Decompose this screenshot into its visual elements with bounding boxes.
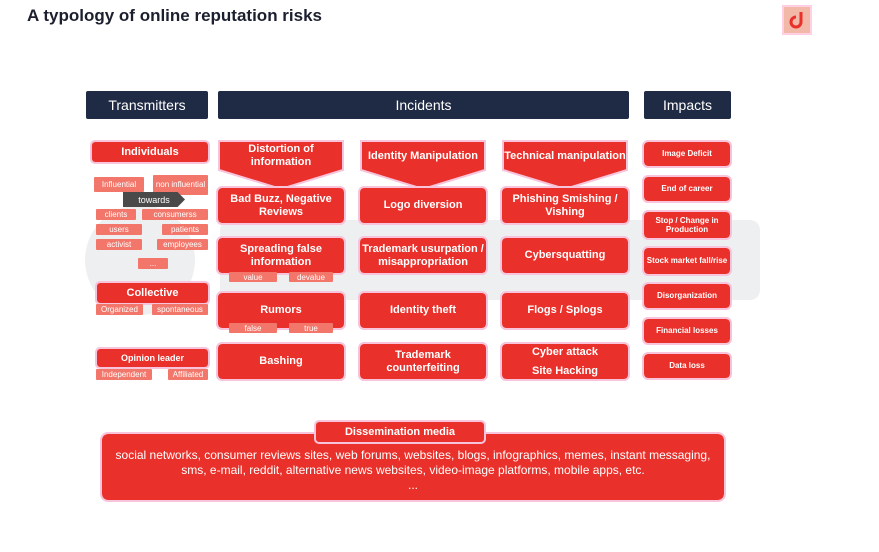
incident-logo-diversion: Logo diversion [358,186,488,225]
header-impacts: Impacts [644,91,731,119]
incident-trademark-counterfeiting: Trademark counterfeiting [358,342,488,381]
incident-trademark-usurpation: Trademark usurpation / misappropriation [358,236,488,275]
tag-organized: Organized [96,304,143,315]
transmitter-collective: Collective [95,281,210,305]
incident-cyber-attack: Cyber attack Site Hacking [500,342,630,381]
incident-phishing: Phishing Smishing / Vishing [500,186,630,225]
tag-value: value [229,272,277,282]
tag-false: false [229,323,277,333]
impact-stock-market: Stock market fall/rise [642,246,732,276]
tag-devalue: devalue [289,272,333,282]
impact-stop-production: Stop / Change in Production [642,210,732,240]
header-incidents: Incidents [218,91,629,119]
incident-header-distortion: Distortion of information [218,140,344,190]
impact-data-loss: Data loss [642,352,732,380]
tag-influential: Influential [94,177,144,192]
impact-financial-losses: Financial losses [642,317,732,345]
transmitter-individuals: Individuals [90,140,210,164]
target-users: users [96,224,142,235]
incident-flogs-splogs: Flogs / Splogs [500,291,630,330]
target-activist: activist [96,239,142,250]
page-title: A typology of online reputation risks [27,6,323,25]
target-clients: clients [96,209,136,220]
media-box: social networks, consumer reviews sites,… [100,432,726,502]
media-text: social networks, consumer reviews sites,… [115,448,711,477]
target-more: ... [138,258,168,269]
impact-image-deficit: Image Deficit [642,140,732,168]
transmitter-opinion-leader: Opinion leader [95,347,210,369]
target-patients: patients [162,224,208,235]
tag-non-influential: non influential [153,175,208,195]
target-employees: employees [157,239,208,250]
incident-site-hacking-label: Site Hacking [531,364,599,377]
incident-bashing: Bashing [216,342,346,381]
incident-cybersquatting: Cybersquatting [500,236,630,275]
tag-affiliated: Affiliated [168,369,208,380]
impact-end-of-career: End of career [642,175,732,203]
target-consumers: consumerss [142,209,208,220]
incident-header-technical: Technical manipulation [502,140,628,190]
incident-rumors: Rumors [216,291,346,330]
incident-header-identity-label: Identity Manipulation [368,149,478,162]
brand-logo-icon [782,5,812,35]
incident-header-identity: Identity Manipulation [360,140,486,190]
incident-header-distortion-label: Distortion of information [248,143,314,168]
incident-bad-buzz: Bad Buzz, Negative Reviews [216,186,346,225]
header-transmitters: Transmitters [86,91,208,119]
media-label: Dissemination media [314,420,486,444]
incident-false-information: Spreading false information [216,236,346,275]
tag-spontaneous: spontaneous [152,304,208,315]
tag-independent: Independent [96,369,152,380]
incident-identity-theft: Identity theft [358,291,488,330]
incident-header-technical-label: Technical manipulation [504,149,626,162]
media-ellipsis: ... [407,478,418,492]
incident-cyber-attack-label: Cyber attack [531,345,599,358]
impact-disorganization: Disorganization [642,282,732,310]
tag-true: true [289,323,333,333]
towards-arrow: towards [123,192,185,207]
